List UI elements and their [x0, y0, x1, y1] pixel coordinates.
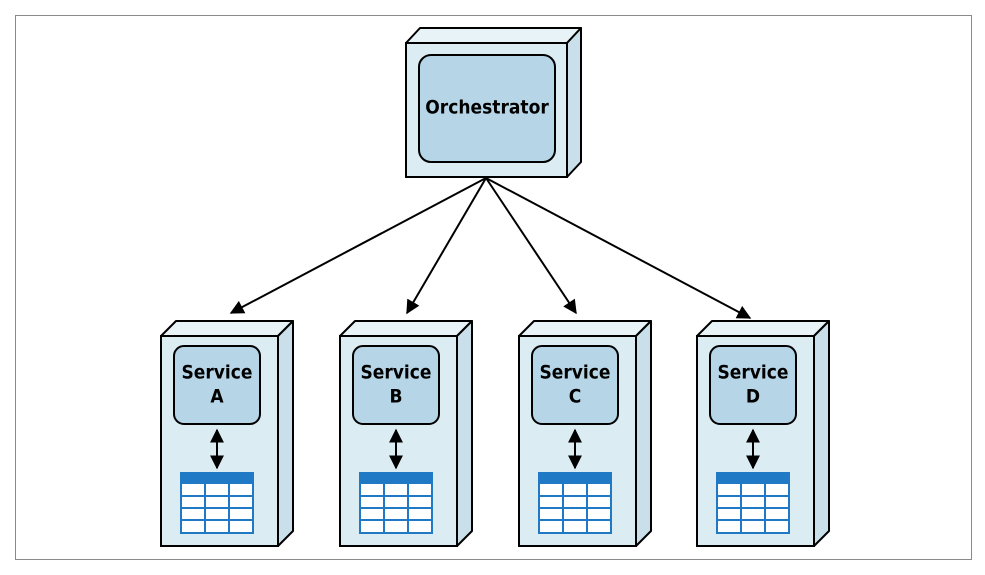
service-panel: [173, 345, 261, 425]
service-label-line2: B: [389, 386, 402, 408]
service-label-line1: Service: [717, 362, 788, 384]
service-panel: [531, 345, 619, 425]
service-node-d: Service D: [696, 320, 830, 547]
connections: [229, 177, 752, 319]
database-table-icon: [359, 472, 433, 534]
service-node-b: Service B: [339, 320, 473, 547]
arrow-orchestrator-to-service-a: [229, 177, 487, 314]
service-label-line1: Service: [360, 362, 431, 384]
orchestrator-node: Orchestrator: [405, 27, 582, 178]
service-label-line2: C: [569, 386, 582, 408]
arrow-orchestrator-to-service-d: [485, 177, 752, 319]
database-table-icon: [538, 472, 612, 534]
database-table-icon: [180, 472, 254, 534]
service-label-line2: A: [210, 386, 224, 408]
service-node-a: Service A: [160, 320, 294, 547]
service-panel: [352, 345, 440, 425]
service-label-line1: Service: [539, 362, 610, 384]
database-table-icon: [716, 472, 790, 534]
arrow-orchestrator-to-service-c: [485, 177, 577, 315]
orchestrator-panel: [418, 54, 556, 163]
service-node-c: Service C: [518, 320, 652, 547]
arrow-orchestrator-to-service-b: [406, 177, 487, 315]
service-panel: [709, 345, 797, 425]
service-label-line1: Service: [181, 362, 252, 384]
service-label-line2: D: [746, 386, 760, 408]
orchestrator-label: Orchestrator: [425, 97, 549, 119]
services: Service A Service B: [160, 320, 830, 547]
